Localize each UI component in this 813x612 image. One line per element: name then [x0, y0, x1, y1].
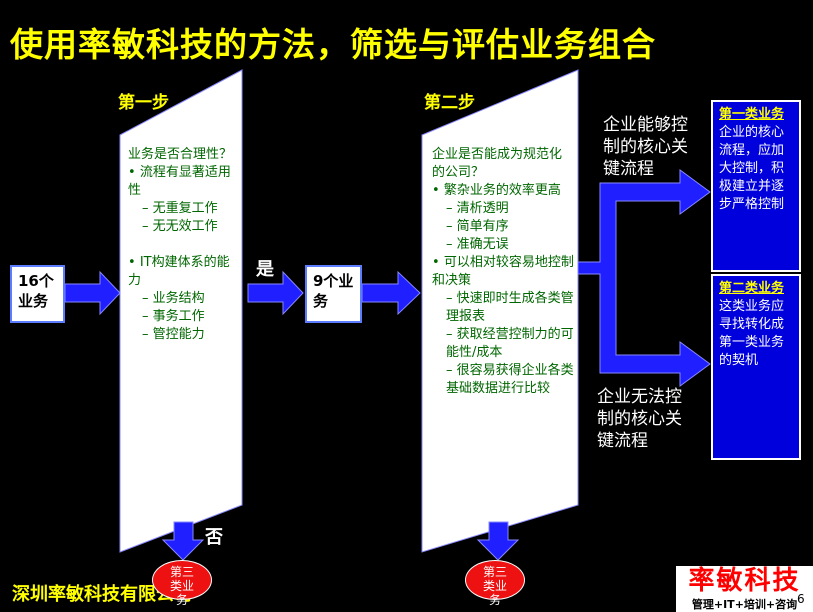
class1-heading: 第一类业务	[719, 107, 785, 122]
step1-bullet-1-text: 流程有显著适用性	[128, 165, 231, 198]
middle-box-text: 9个业务	[313, 272, 354, 310]
logo-sub: 管理+IT+培训+咨询	[691, 598, 798, 611]
step2-sub-2-2-text: 获取经营控制力的可能性/成本	[446, 327, 574, 360]
class3-bubble-2-text: 第三类业务	[482, 565, 507, 607]
step2-bullet-1: • 繁杂业务的效率更高	[432, 183, 561, 198]
step1-sub-2-1-text: 业务结构	[152, 291, 205, 306]
step1-sub-1-2-text: 无无效工作	[152, 219, 218, 234]
page-number: 6	[797, 592, 805, 606]
step2-sub-2-3: – 很容易获得企业各类基础数据进行比较	[446, 363, 574, 396]
step1-bullet-2: • IT构建体系的能力	[128, 255, 230, 288]
step2-sub-1-2: – 简单有序	[446, 219, 509, 234]
logo-main: 率敏科技	[688, 566, 801, 596]
logo: 率敏科技 管理+IT+培训+咨询	[676, 566, 813, 612]
class2-box: 第二类业务 这类业务应寻找转化成第一类业务的契机	[711, 274, 801, 460]
class2-heading: 第二类业务	[719, 281, 785, 296]
step1-label: 第一步	[118, 93, 169, 113]
class1-body: 企业的核心流程，应加大控制，积极建立并逐步严格控制	[719, 125, 785, 212]
arrow-down-step2	[476, 521, 520, 561]
step1-content: 业务是否合理性？ • 流程有显著适用性 – 无重复工作 – 无无效工作 • IT…	[128, 146, 238, 344]
step1-sub-2-1: – 业务结构	[142, 291, 205, 306]
class3-bubble-2: 第三类业务	[465, 560, 525, 607]
class3-bubble-1: 第三类业务	[152, 560, 212, 607]
step2-bullet-2-text: 可以相对较容易地控制和决策	[432, 255, 574, 288]
step2-bullet-1-text: 繁杂业务的效率更高	[443, 183, 561, 198]
step2-sub-2-1: – 快速即时生成各类管理报表	[446, 291, 574, 324]
input-box-text: 16个业务	[18, 272, 54, 310]
step2-sub-1-1-text: 清析透明	[456, 201, 509, 216]
branch-top-label: 企业能够控制的核心关键流程	[603, 115, 688, 179]
step1-sub-2-2: – 事务工作	[142, 309, 205, 324]
arrow-down-step1	[161, 521, 205, 561]
step2-sub-1-3-text: 准确无误	[456, 237, 509, 252]
step1-sub-1-2: – 无无效工作	[142, 219, 218, 234]
step2-sub-1-3: – 准确无误	[446, 237, 509, 252]
arrow-input-to-step1	[64, 270, 121, 316]
arrow-split	[577, 169, 711, 387]
step1-sub-2-3-text: 管控能力	[152, 327, 205, 342]
input-box: 16个业务	[10, 265, 65, 323]
arrow-middle-to-step2	[361, 270, 421, 316]
step1-panel	[119, 69, 243, 553]
class1-box: 第一类业务 企业的核心流程，应加大控制，积极建立并逐步严格控制	[711, 100, 801, 272]
step2-label: 第二步	[424, 93, 475, 113]
branch-bottom-label: 企业无法控制的核心关键流程	[597, 387, 682, 451]
step2-sub-2-2: – 获取经营控制力的可能性/成本	[446, 327, 574, 360]
step2-question: 企业是否能成为规范化的公司？	[432, 147, 563, 180]
step2-panel	[421, 69, 579, 553]
no-label: 否	[205, 527, 223, 548]
step1-sub-1-1-text: 无重复工作	[152, 201, 218, 216]
step2-bullet-2: • 可以相对较容易地控制和决策	[432, 255, 574, 288]
step1-bullet-1: • 流程有显著适用性	[128, 165, 231, 198]
step2-sub-2-3-text: 很容易获得企业各类基础数据进行比较	[446, 363, 574, 396]
step2-sub-1-2-text: 简单有序	[456, 219, 509, 234]
step2-sub-2-1-text: 快速即时生成各类管理报表	[446, 291, 574, 324]
step2-sub-1-1: – 清析透明	[446, 201, 509, 216]
step1-sub-1-1: – 无重复工作	[142, 201, 218, 216]
yes-label: 是	[256, 259, 274, 280]
middle-box: 9个业务	[305, 265, 362, 323]
page-title: 使用率敏科技的方法，筛选与评估业务组合	[10, 25, 656, 64]
step1-question: 业务是否合理性？	[128, 147, 233, 162]
step2-content: 企业是否能成为规范化的公司？ • 繁杂业务的效率更高 – 清析透明 – 简单有序…	[432, 146, 574, 398]
arrow-step1-to-middle	[247, 270, 304, 316]
company-name: 深圳率敏科技有限公司	[12, 584, 192, 605]
step1-bullet-2-text: IT构建体系的能力	[128, 255, 230, 288]
class3-bubble-1-text: 第三类业务	[169, 565, 194, 607]
step1-sub-2-3: – 管控能力	[142, 327, 205, 342]
class2-body: 这类业务应寻找转化成第一类业务的契机	[719, 299, 785, 368]
step1-sub-2-2-text: 事务工作	[152, 309, 205, 324]
